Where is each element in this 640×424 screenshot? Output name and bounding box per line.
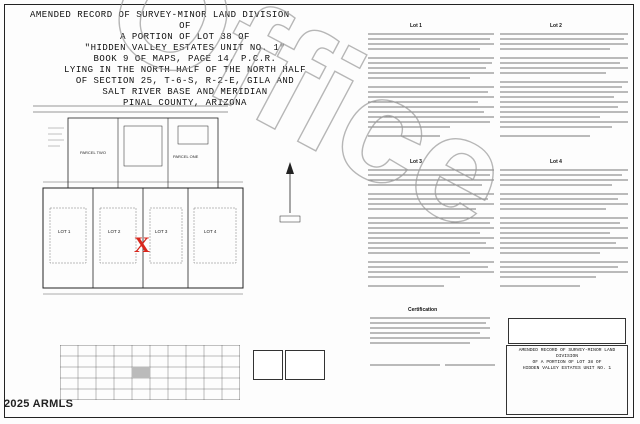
plat-drawing: PARCEL TWO PARCEL ONE LOT 1 LOT 2 LOT 3 … xyxy=(33,105,301,295)
lot-label: LOT 2 xyxy=(108,229,121,234)
section-heading: Lot 2 xyxy=(550,23,562,29)
survey-title: AMENDED RECORD OF SURVEY-MINOR LAND DIVI… xyxy=(20,10,350,109)
section-heading: Lot 1 xyxy=(410,23,422,29)
certification-heading: Certification xyxy=(408,307,438,313)
lot-label: LOT 4 xyxy=(204,229,217,234)
parcel-label: PARCEL ONE xyxy=(173,154,199,159)
section-heading: Lot 3 xyxy=(410,159,422,165)
recording-box xyxy=(253,350,283,380)
vicinity-table xyxy=(60,345,240,400)
lot-label: LOT 3 xyxy=(155,229,168,234)
title-line: AMENDED RECORD OF SURVEY-MINOR LAND DIVI… xyxy=(30,10,290,20)
title-line: LYING IN THE NORTH HALF OF THE NORTH HAL… xyxy=(64,65,306,75)
title-line: SALT RIVER BASE AND MERIDIAN xyxy=(102,87,268,97)
marker-x: X xyxy=(134,232,150,257)
title-block-line: HIDDEN VALLEY ESTATES UNIT NO. 1 xyxy=(522,366,612,371)
recording-box xyxy=(285,350,325,380)
copyright-text: 2025 ARMLS xyxy=(4,398,74,410)
notes-box xyxy=(508,318,626,344)
title-block-line: OF A PORTION OF LOT 38 OF xyxy=(532,360,602,365)
sheet-border xyxy=(4,4,634,418)
title-line: BOOK 9 OF MAPS, PAGE 14, P.C.R. xyxy=(93,54,277,64)
title-line: "HIDDEN VALLEY ESTATES UNIT NO. 1" xyxy=(84,43,286,53)
lot-label: LOT 1 xyxy=(58,229,71,234)
title-line: OF SECTION 25, T-6-S, R-2-E, GILA AND xyxy=(75,76,295,86)
title-block-line: AMENDED RECORD OF SURVEY-MINOR LAND DIVI… xyxy=(518,348,616,359)
section-heading: Lot 4 xyxy=(550,159,562,165)
title-block-frame xyxy=(506,345,628,415)
title-line: OF xyxy=(179,21,191,31)
parcel-label: PARCEL TWO xyxy=(80,150,106,155)
title-line: PINAL COUNTY, ARIZONA xyxy=(123,98,247,108)
title-block: AMENDED RECORD OF SURVEY-MINOR LAND DIVI… xyxy=(508,348,626,372)
title-line: A PORTION OF LOT 38 OF xyxy=(120,32,250,42)
